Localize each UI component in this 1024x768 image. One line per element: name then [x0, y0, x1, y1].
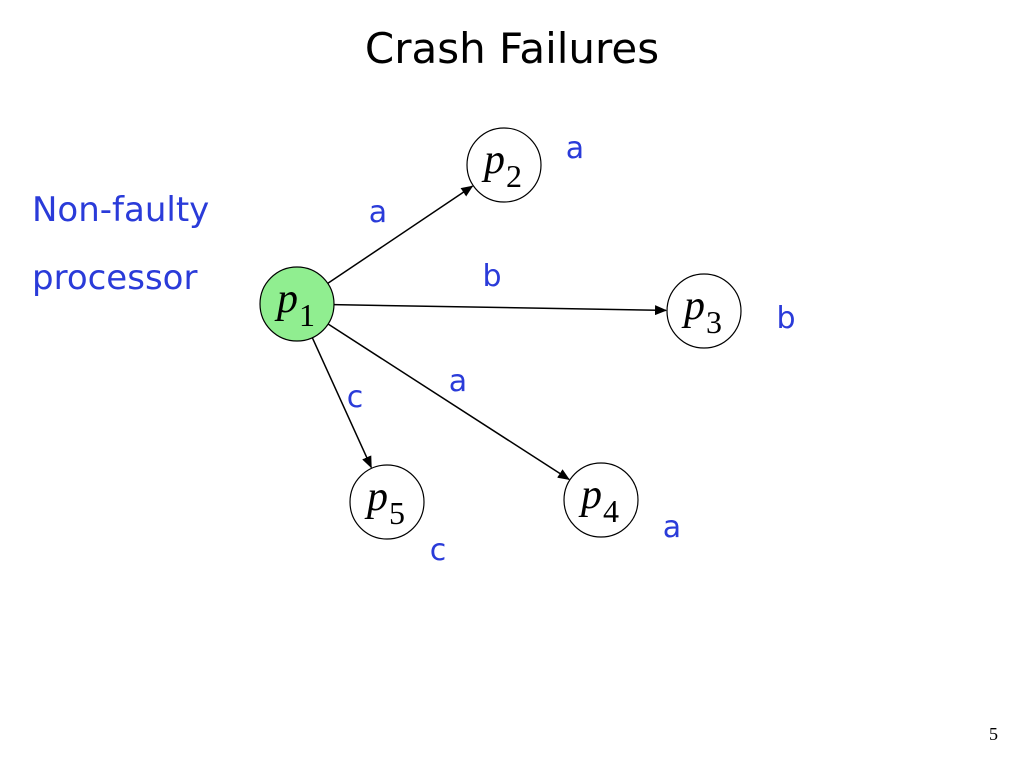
slide-title: Crash Failures [364, 24, 660, 73]
node-circle-p5 [349, 464, 425, 540]
node-circle-p1 [259, 266, 335, 342]
edge-p1-p2 [327, 185, 474, 284]
node-p4: p4 [563, 462, 639, 538]
edge-label-p1-p3: b [482, 259, 501, 294]
node-circle-p3 [666, 273, 742, 349]
node-p1: p1 [259, 266, 335, 342]
page-number: 5 [989, 724, 998, 744]
edge-label-p1-p2: a [369, 195, 387, 230]
node-p3: p3 [666, 273, 742, 349]
node-p5: p5 [349, 464, 425, 540]
edge-label-p1-p5: c [347, 380, 364, 415]
node-circle-p2 [466, 127, 542, 203]
non-faulty-label-line1: Non-faulty [32, 190, 210, 230]
edges-layer [311, 185, 668, 481]
node-p2: p2 [466, 127, 542, 203]
edge-p1-p3 [333, 303, 668, 316]
nodes-layer: p1 p2 p3 p4 p5 [259, 127, 742, 540]
node-circle-p4 [563, 462, 639, 538]
received-value-p3: b [776, 301, 795, 336]
edge-label-p1-p4: a [449, 364, 467, 399]
labels-layer: a b a c a b a c [347, 131, 796, 568]
edge-p1-p5 [311, 337, 372, 469]
received-value-p4: a [663, 510, 681, 545]
received-value-p5: c [430, 533, 447, 568]
received-value-p2: a [566, 131, 584, 166]
non-faulty-label-line2: processor [32, 258, 198, 298]
edge-p1-p4 [327, 323, 570, 481]
